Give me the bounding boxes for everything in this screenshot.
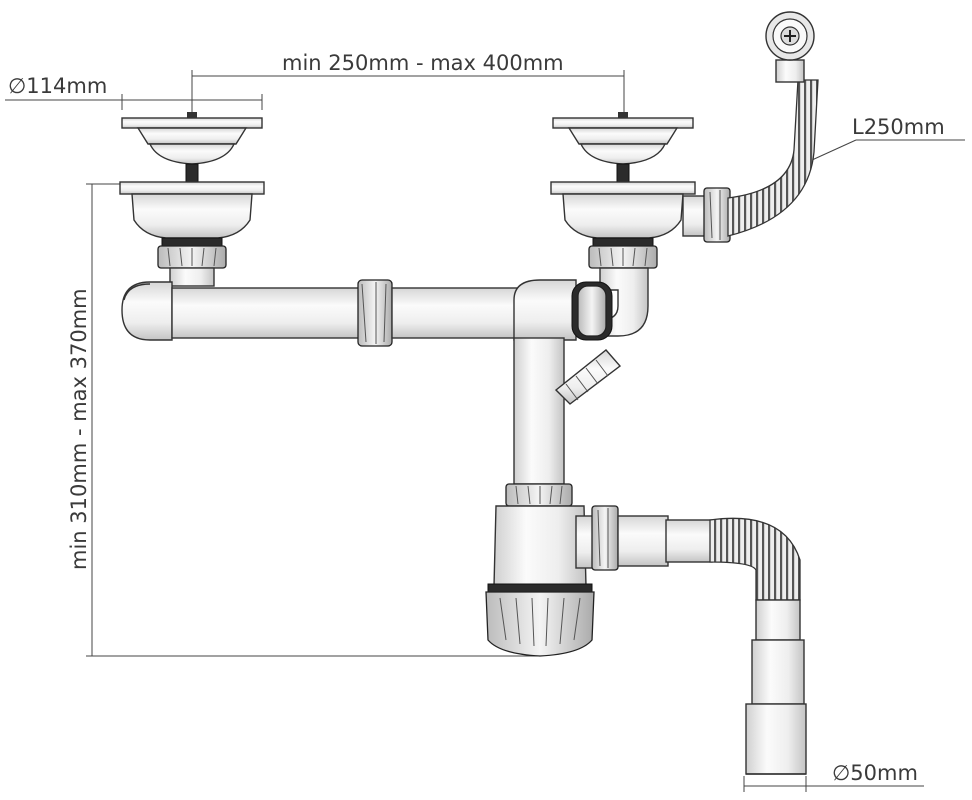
vertical-down-pipe (513, 279, 622, 485)
installation-height-label: min 310mm - max 370mm (67, 288, 91, 570)
strainer-spacing-label: min 250mm - max 400mm (282, 51, 564, 75)
outlet-diameter-value: 50mm (850, 761, 918, 785)
left-strainer (119, 112, 265, 287)
bottle-trap (485, 483, 595, 657)
dimension-installation-height: min 310mm - max 370mm (67, 183, 540, 657)
overflow-length-label: L250mm (852, 115, 945, 139)
dimension-strainer-diameter: ∅114mm (5, 74, 263, 110)
overflow-hose (727, 11, 819, 237)
dimension-overflow-length: L250mm (811, 115, 965, 161)
svg-text:∅114mm: ∅114mm (8, 74, 107, 98)
horizontal-connecting-pipe (121, 279, 525, 347)
svg-text:∅50mm: ∅50mm (832, 761, 918, 785)
dimension-outlet-diameter: ∅50mm (743, 761, 924, 792)
strainer-diameter-value: 114mm (26, 74, 107, 98)
diameter-symbol: ∅ (8, 74, 26, 98)
outlet-pipe (575, 505, 807, 775)
diameter-symbol-outlet: ∅ (832, 761, 850, 785)
dimension-strainer-spacing: min 250mm - max 400mm (191, 51, 625, 180)
